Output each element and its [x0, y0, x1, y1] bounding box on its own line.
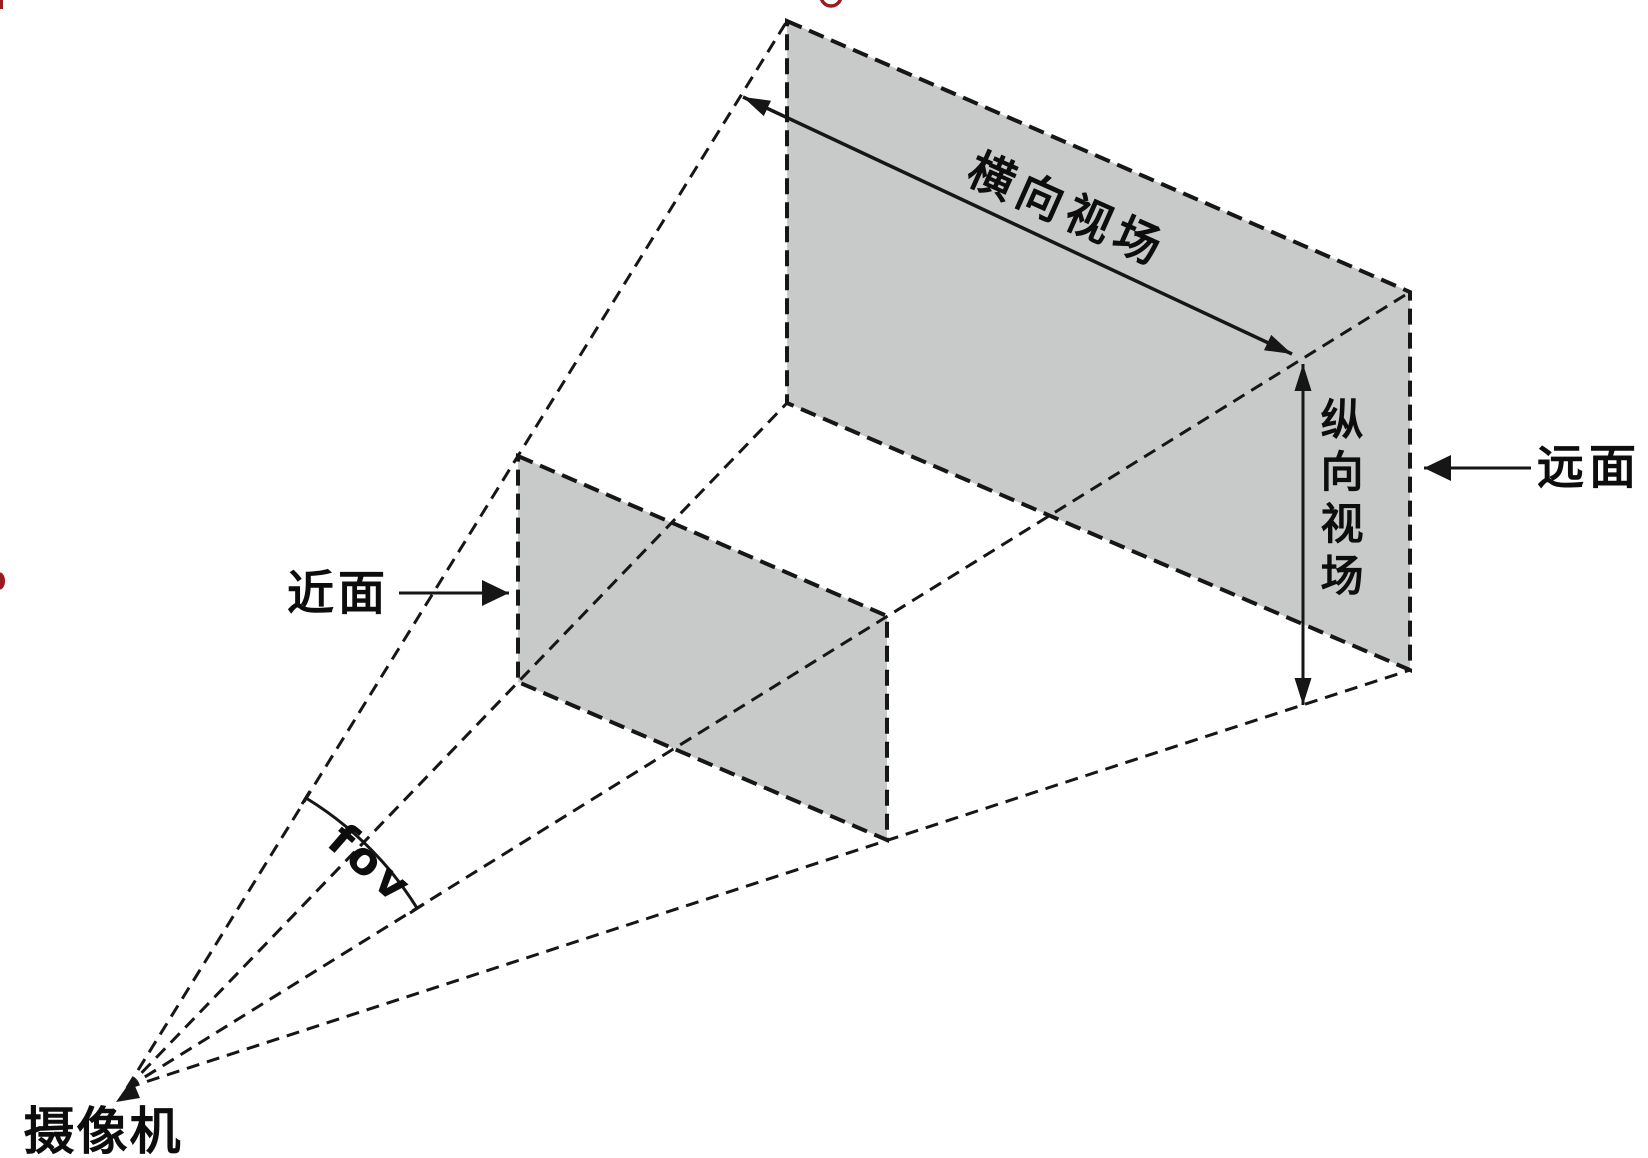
fov-arc-tick-top: [300, 790, 312, 805]
frustum-ray-bottom-right: [126, 668, 1411, 1090]
near-plane-face: [518, 456, 887, 840]
camera-apex-mark: [116, 1079, 140, 1102]
far-plane-label: 远面: [1537, 440, 1641, 496]
camera-label: 摄像机: [23, 1103, 183, 1158]
fov-arc-tick-bottom: [409, 902, 425, 915]
frustum-ray-bottom-left: [125, 401, 789, 1090]
red-edge-fragment-top-left: [0, 0, 3, 9]
near-plane-outline: [516, 452, 889, 844]
red-edge-fragment-left: [0, 572, 5, 590]
vertical-fov-label: 纵向视场: [1313, 397, 1363, 605]
near-plane-label: 近面: [287, 566, 389, 622]
red-edge-fragment-top: [819, 0, 843, 8]
fov-angle-arc: [305, 796, 419, 909]
horizontal-fov-arrow: [742, 95, 1293, 356]
